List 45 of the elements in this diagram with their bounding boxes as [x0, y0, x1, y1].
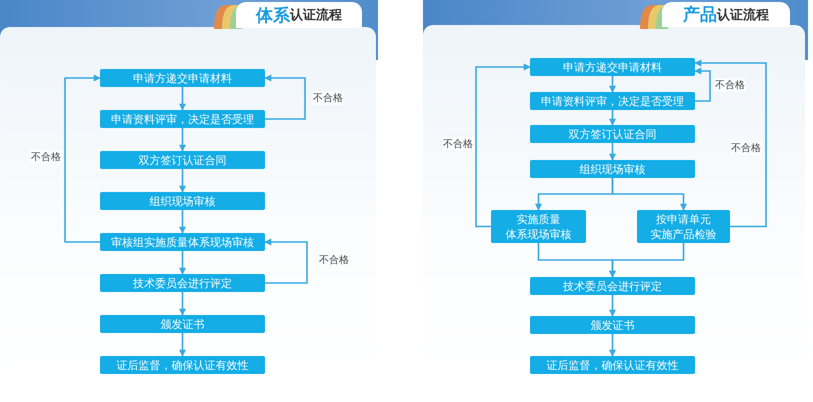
process-box: 技术委员会进行评定 [100, 274, 265, 292]
title-tab: 产品认证流程 [662, 2, 790, 27]
process-box: 按申请单元实施产品检验 [637, 210, 730, 243]
arrow [609, 295, 616, 317]
arrow [609, 334, 616, 357]
arrow [179, 210, 186, 234]
arrow [264, 238, 308, 284]
arrow [612, 178, 687, 211]
process-box: 双方签订认证合同 [530, 125, 695, 143]
arrow [179, 87, 186, 111]
edge-label: 不合格 [730, 141, 762, 155]
process-box: 双方签订认证合同 [100, 151, 265, 169]
arrow [64, 74, 101, 243]
arrow [609, 110, 616, 126]
arrow [694, 68, 711, 102]
process-box: 实施质量体系现场审核 [491, 210, 586, 243]
process-box: 技术委员会进行评定 [530, 277, 695, 295]
process-box: 申请资料评审，决定是否受理 [100, 110, 265, 128]
edge-label: 不合格 [30, 150, 62, 164]
arrow [179, 333, 186, 357]
process-box: 申请资料评审，决定是否受理 [530, 92, 695, 110]
arrow [264, 74, 306, 120]
process-box: 颁发证书 [100, 315, 265, 333]
process-box: 证后监督，确保认证有效性 [100, 356, 265, 374]
edge-label: 不合格 [714, 78, 746, 92]
arrow [609, 143, 616, 161]
edge-label: 不合格 [442, 137, 474, 151]
process-box: 证后监督，确保认证有效性 [530, 356, 695, 374]
arrow [179, 169, 186, 193]
arrow [694, 60, 767, 228]
arrow [609, 76, 616, 93]
edge-label: 不合格 [318, 253, 350, 267]
process-box: 组织现场审核 [100, 192, 265, 210]
title-tab: 体系认证流程 [236, 2, 362, 28]
arrow [179, 292, 186, 316]
process-box: 审核组实施质量体系现场审核 [100, 233, 265, 251]
arrow [609, 243, 684, 278]
arrow [179, 128, 186, 152]
process-box: 申请方递交申请材料 [530, 58, 695, 76]
arrow [475, 64, 531, 228]
process-box: 申请方递交申请材料 [100, 69, 265, 87]
process-box: 颁发证书 [530, 316, 695, 334]
edge-label: 不合格 [312, 91, 344, 105]
process-box: 组织现场审核 [530, 160, 695, 178]
arrow [179, 251, 186, 275]
